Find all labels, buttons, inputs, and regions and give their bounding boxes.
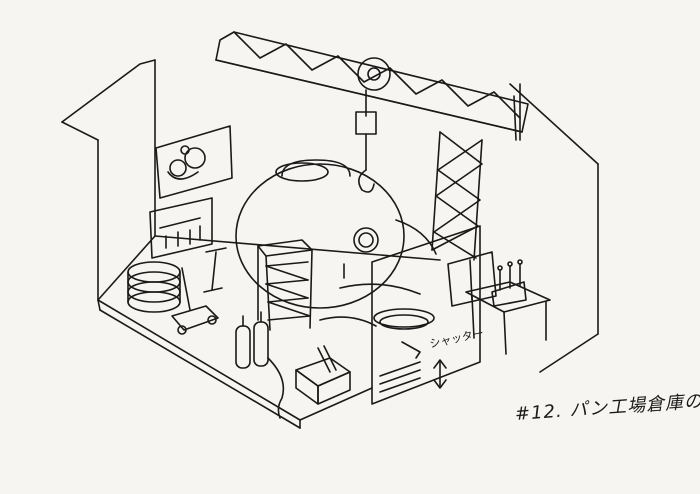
submarine [235,159,437,309]
building-outline [61,59,599,429]
toolbox [295,345,351,405]
tool-board [149,197,213,259]
air-pump [203,247,227,293]
workbench [465,259,551,355]
shutter-panel [371,225,481,405]
cable-coil [319,308,435,330]
tower-base-box [447,251,497,307]
scaffold-stand [257,239,313,331]
gas-cylinders [235,311,285,419]
overhead-crane [215,31,529,261]
wall-poster [155,125,233,199]
tire-stack [127,261,181,313]
floor-jack [171,267,219,335]
